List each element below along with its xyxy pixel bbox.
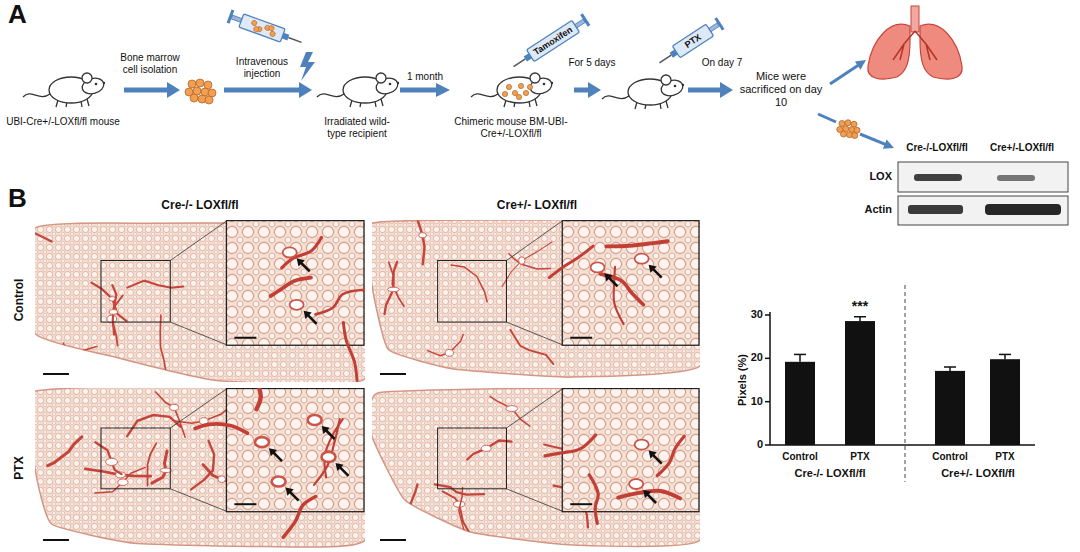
pointer-arrow (304, 311, 317, 324)
flow-arrow (574, 82, 601, 98)
tick-label: 30 (751, 308, 763, 321)
axis-title: Pixels (%) (736, 354, 749, 406)
flow-arrow (224, 82, 312, 98)
pointer-arrow (297, 258, 310, 271)
flow-line (818, 114, 836, 122)
panel-letter: A (8, 0, 27, 30)
step-label: On day 7 (702, 57, 743, 69)
cell-cluster (185, 79, 216, 104)
mouse-figure (471, 73, 554, 107)
lung-section (35, 388, 365, 548)
significance-mark: *** (852, 298, 868, 314)
mouse-figure (23, 73, 106, 107)
band-label: Actin (865, 203, 893, 216)
column-header: Cre-/- LOXfl/fl (161, 199, 238, 213)
bar-chart (765, 285, 1035, 482)
column-header: Cre+/- LOXfl/fl (497, 199, 577, 213)
pointer-arrow (336, 463, 349, 476)
pointer-arrow (322, 426, 335, 439)
mouse-figure-svg (4, 50, 122, 116)
row-label: PTX (13, 456, 27, 479)
irradiation-bolt (300, 52, 315, 81)
pointer-arrow (649, 451, 662, 464)
lung-icon (868, 6, 962, 79)
step-caption: Irradiated wild-type recipient (316, 116, 398, 140)
edge-label: 1 month (407, 71, 443, 83)
syringe-label: Tamoxifen (532, 25, 575, 58)
lane-label: Cre-/-LOXfl/fl (906, 142, 968, 154)
pointer-arrow (643, 490, 656, 503)
step-caption: UBI-Cre+/-LOXfl/fl mouse (4, 116, 122, 128)
category-label: PTX (995, 451, 1014, 463)
category-label: Control (932, 451, 968, 463)
mouse-step: Chimeric mouse BM-UBI-Cre+/-LOXfl/fl (452, 50, 570, 140)
pointer-arrow (649, 265, 662, 278)
step-label: Bone marrow cell isolation (113, 52, 187, 75)
syringe-icon (227, 9, 304, 48)
lung-section (372, 220, 700, 382)
lung-section (372, 388, 700, 548)
pointer-arrow (605, 273, 618, 286)
category-label: Control (782, 451, 818, 463)
panel-a-art (124, 6, 1068, 225)
mouse-figure (602, 75, 685, 109)
flow-arrow (688, 82, 733, 98)
western-blot (898, 162, 1068, 225)
tick-label: 20 (751, 351, 763, 364)
cell-cluster (837, 120, 860, 139)
row-label: Control (13, 279, 27, 322)
group-label: Cre-/- LOXfl/fl (795, 467, 866, 480)
pointer-arrow (269, 448, 282, 461)
step-text: Mice were sacrificed on day 10 (736, 70, 826, 110)
flow-arrow (860, 134, 894, 149)
mouse-step: Irradiated wild-type recipient (316, 50, 398, 140)
mouse-figure-svg (316, 50, 398, 116)
tick-label: 10 (751, 395, 763, 408)
step-label: For 5 days (568, 57, 615, 69)
category-label: PTX (850, 451, 869, 463)
step-label: Intravenous injection (225, 56, 299, 79)
mouse-figure (317, 73, 400, 107)
step-caption: Mice were sacrificed on day 10 (736, 70, 826, 110)
mouse-step: UBI-Cre+/-LOXfl/fl mouse (4, 50, 122, 128)
group-label: Cre+/- LOXfl/fl (941, 467, 1015, 480)
step-caption: Chimeric mouse BM-UBI-Cre+/-LOXfl/fl (452, 116, 570, 140)
lane-label: Cre+/-LOXfl/fl (990, 142, 1054, 154)
mouse-figure-svg (452, 50, 570, 116)
flow-arrow (124, 82, 180, 98)
band-label: LOX (869, 170, 892, 183)
tick-label: 0 (757, 438, 763, 451)
pointer-arrow (286, 488, 299, 501)
lung-section (35, 220, 365, 382)
flow-arrow (830, 60, 866, 84)
syringe-label: PTX (683, 32, 703, 50)
panel-letter: B (8, 184, 27, 214)
flow-arrow (400, 88, 439, 93)
